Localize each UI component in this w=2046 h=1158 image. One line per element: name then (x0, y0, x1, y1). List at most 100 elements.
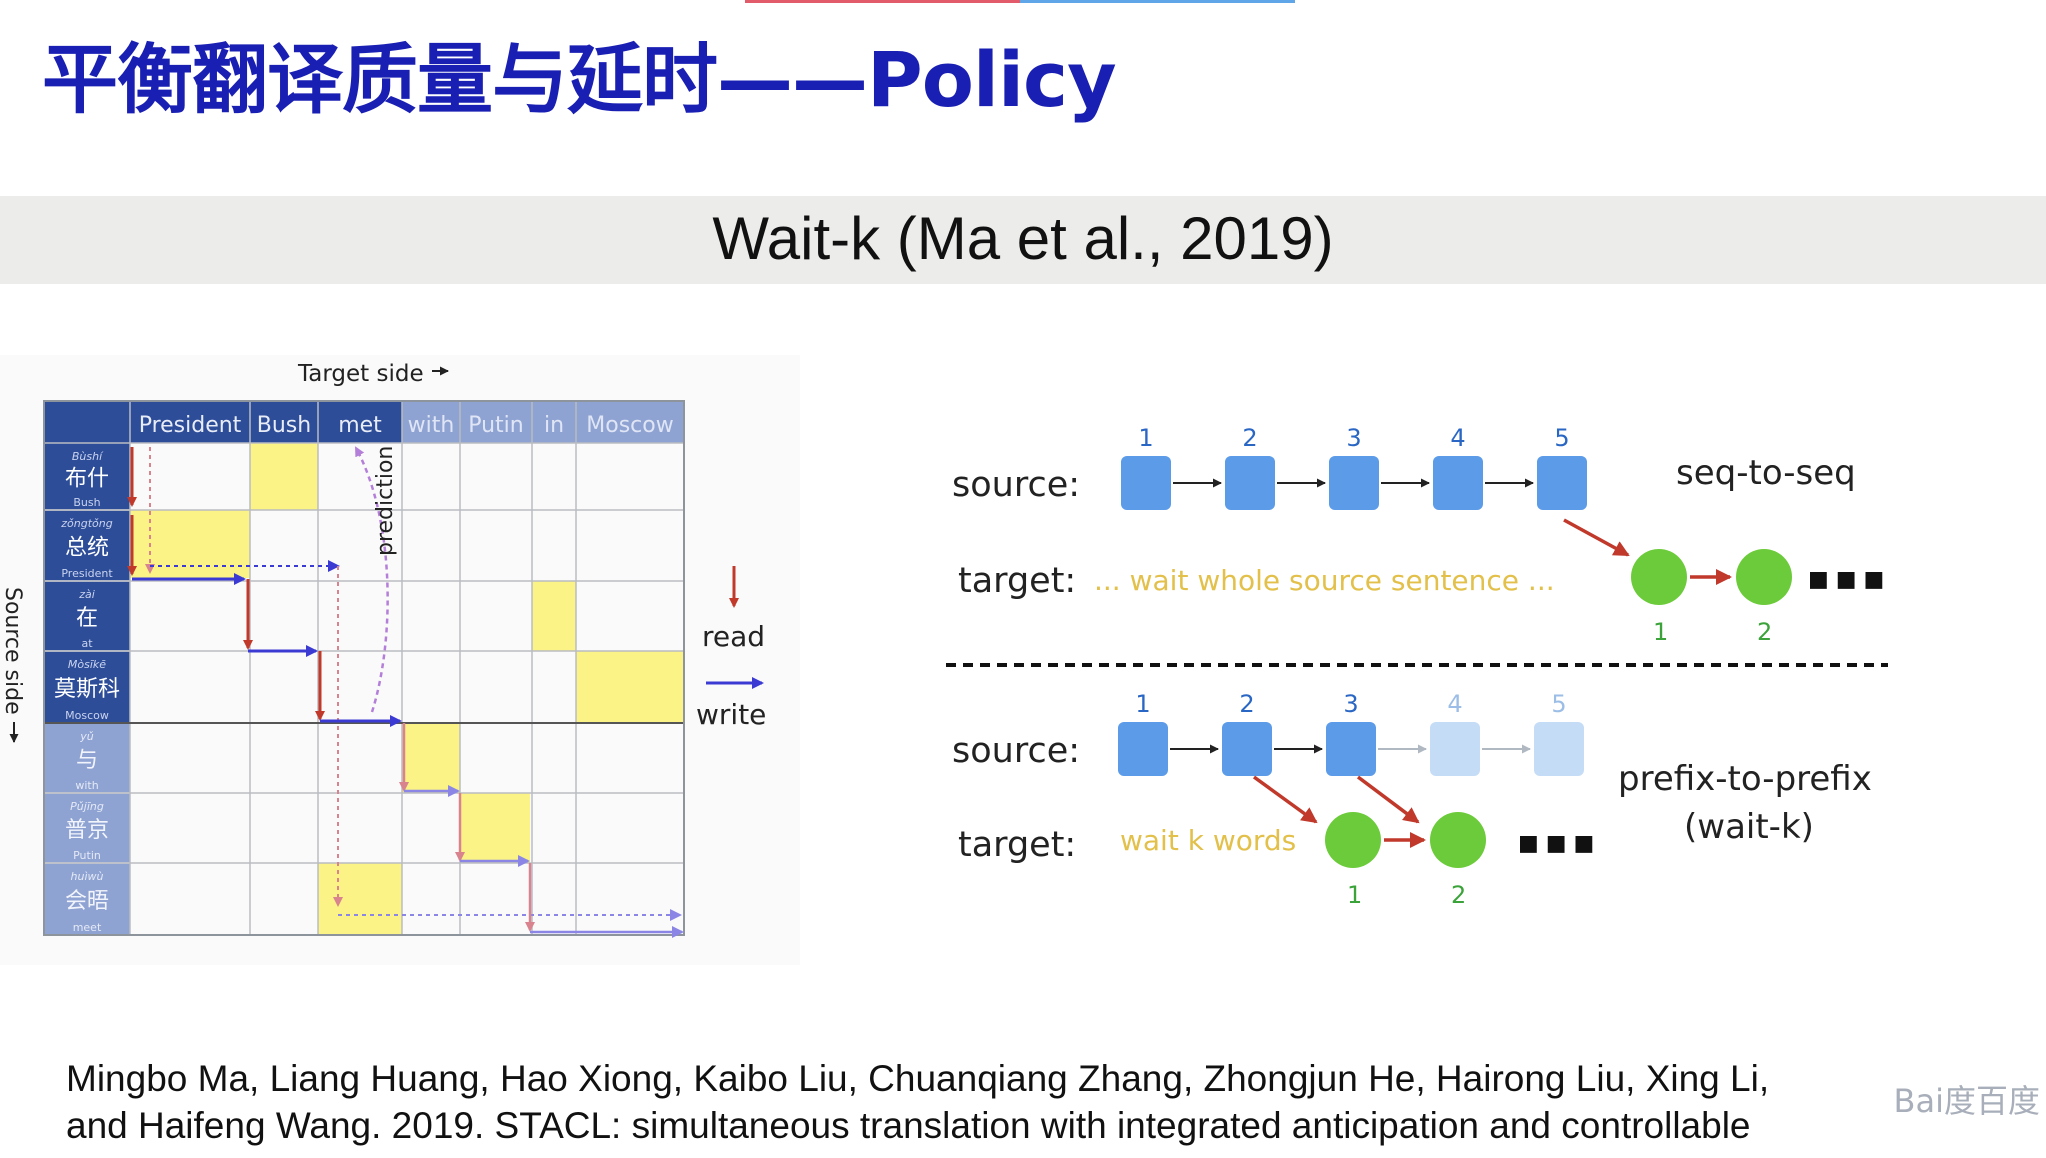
grid-border (43, 400, 685, 936)
source-token-number: 2 (1242, 424, 1257, 452)
bottom-source-label: source: (952, 731, 1080, 771)
top-target-number-2: 2 (1757, 618, 1772, 646)
header-bg-bold (130, 401, 402, 443)
source-token-box (1121, 456, 1171, 510)
prediction-label-group: prediction (373, 446, 398, 556)
source-chinese: 在 (76, 606, 98, 631)
top-target-circle-1 (1631, 549, 1687, 605)
source-english: Bush (73, 496, 100, 509)
source-token-box (1225, 456, 1275, 510)
wait-k-label: (wait-k) (1684, 807, 1814, 847)
source-token-box (1326, 722, 1376, 776)
top-accent-blue (1020, 0, 1295, 3)
top-target-circle-2 (1736, 549, 1792, 605)
source-chinese: 会晤 (65, 889, 109, 914)
legend-write-label: write (696, 698, 766, 731)
citation: Mingbo Ma, Liang Huang, Hao Xiong, Kaibo… (66, 1055, 1769, 1149)
highlight-cell (576, 651, 684, 723)
source-english: Moscow (65, 709, 109, 722)
highlight-cell (318, 863, 402, 935)
bottom-transition-arrow-1 (1252, 775, 1318, 824)
source-pinyin: yǔ (79, 730, 94, 743)
bottom-wait-text: wait k words (1120, 824, 1296, 857)
baidu-watermark: Bai度百度 (1893, 1082, 2040, 1120)
target-word-header: Bush (257, 413, 311, 438)
source-chinese: 布什 (65, 467, 109, 492)
bottom-target-number-2: 2 (1451, 881, 1466, 909)
top-transition-arrow (1563, 518, 1630, 557)
source-token-box (1329, 456, 1379, 510)
target-word-header: Moscow (586, 413, 673, 438)
bottom-ellipsis: ■ ■ ■ (1518, 831, 1594, 856)
top-wait-text: ... wait whole source sentence ... (1094, 564, 1555, 597)
source-word-cell: Pǔjīng 普京 Putin (44, 800, 130, 864)
source-token-box (1222, 722, 1272, 776)
source-pinyin: zǒngtǒng (60, 517, 112, 530)
source-pinyin: huìwù (71, 870, 104, 883)
source-col-faded (44, 723, 130, 935)
top-source-label: source: (952, 465, 1080, 505)
source-pinyin: Pǔjīng (70, 800, 104, 813)
highlight-cell (250, 443, 318, 510)
source-token-box (1534, 722, 1584, 776)
bottom-target-circle-1 (1325, 812, 1381, 868)
source-col-bold (44, 443, 130, 723)
top-ellipsis: ■ ■ ■ (1808, 567, 1884, 592)
source-chinese: 总统 (65, 536, 109, 561)
prediction-label: prediction (373, 446, 398, 556)
bottom-target-label: target: (958, 825, 1076, 865)
slide-title: 平衡翻译质量与延时——Policy (42, 35, 1117, 124)
bottom-target-number-1: 1 (1347, 881, 1362, 909)
citation-line-2: and Haifeng Wang. 2019. STACL: simultane… (66, 1105, 1751, 1146)
source-chinese: 普京 (65, 818, 109, 843)
target-word-header: in (544, 413, 564, 438)
target-word-header: met (338, 413, 382, 438)
source-token-number: 4 (1447, 690, 1462, 718)
legend-read-label: read (702, 620, 765, 653)
source-token-number: 2 (1239, 690, 1254, 718)
source-side-label: Source side (0, 587, 25, 715)
source-pinyin: Bùshí (72, 450, 104, 463)
highlight-cell (532, 581, 576, 651)
source-token-number: 5 (1551, 690, 1566, 718)
source-chinese: 与 (76, 748, 98, 773)
source-token-box (1118, 722, 1168, 776)
bottom-transition-arrow-2 (1356, 775, 1420, 824)
top-accent-red (745, 0, 1020, 3)
highlight-cell (460, 793, 530, 863)
source-chinese: 莫斯科 (54, 677, 120, 702)
prefix-to-prefix-label: prefix-to-prefix (1618, 759, 1872, 799)
target-word-header: President (139, 413, 242, 438)
bottom-target-circle-2 (1430, 812, 1486, 868)
target-word-header: with (408, 413, 455, 438)
target-side-label: Target side (297, 361, 424, 387)
source-token-number: 3 (1343, 690, 1358, 718)
source-token-number: 5 (1554, 424, 1569, 452)
prediction-curve (354, 446, 389, 713)
source-token-number: 1 (1138, 424, 1153, 452)
source-english: with (75, 779, 98, 792)
subtitle-banner: Wait-k (Ma et al., 2019) (0, 196, 2046, 284)
source-token-box (1433, 456, 1483, 510)
source-side-label-group: Source side (0, 587, 25, 715)
highlight-cells (130, 443, 684, 935)
source-token-number: 3 (1346, 424, 1361, 452)
source-pinyin: Mòsīkē (68, 658, 106, 671)
top-target-number-1: 1 (1653, 618, 1668, 646)
source-word-cell: Mòsīkē 莫斯科 Moscow (44, 658, 130, 724)
read-write-path (127, 447, 684, 938)
grid-corner (44, 401, 130, 443)
highlight-cell (130, 510, 250, 578)
highlight-cell (402, 723, 460, 793)
source-word-cell: huìwù 会晤 meet (65, 870, 109, 934)
grid-lines (43, 400, 685, 936)
source-english: Putin (73, 849, 101, 862)
source-token-number: 1 (1135, 690, 1150, 718)
source-english: President (61, 567, 113, 580)
source-token-box (1430, 722, 1480, 776)
subtitle: Wait-k (Ma et al., 2019) (712, 205, 1334, 272)
source-english: meet (73, 921, 102, 934)
source-pinyin: zài (78, 588, 95, 601)
